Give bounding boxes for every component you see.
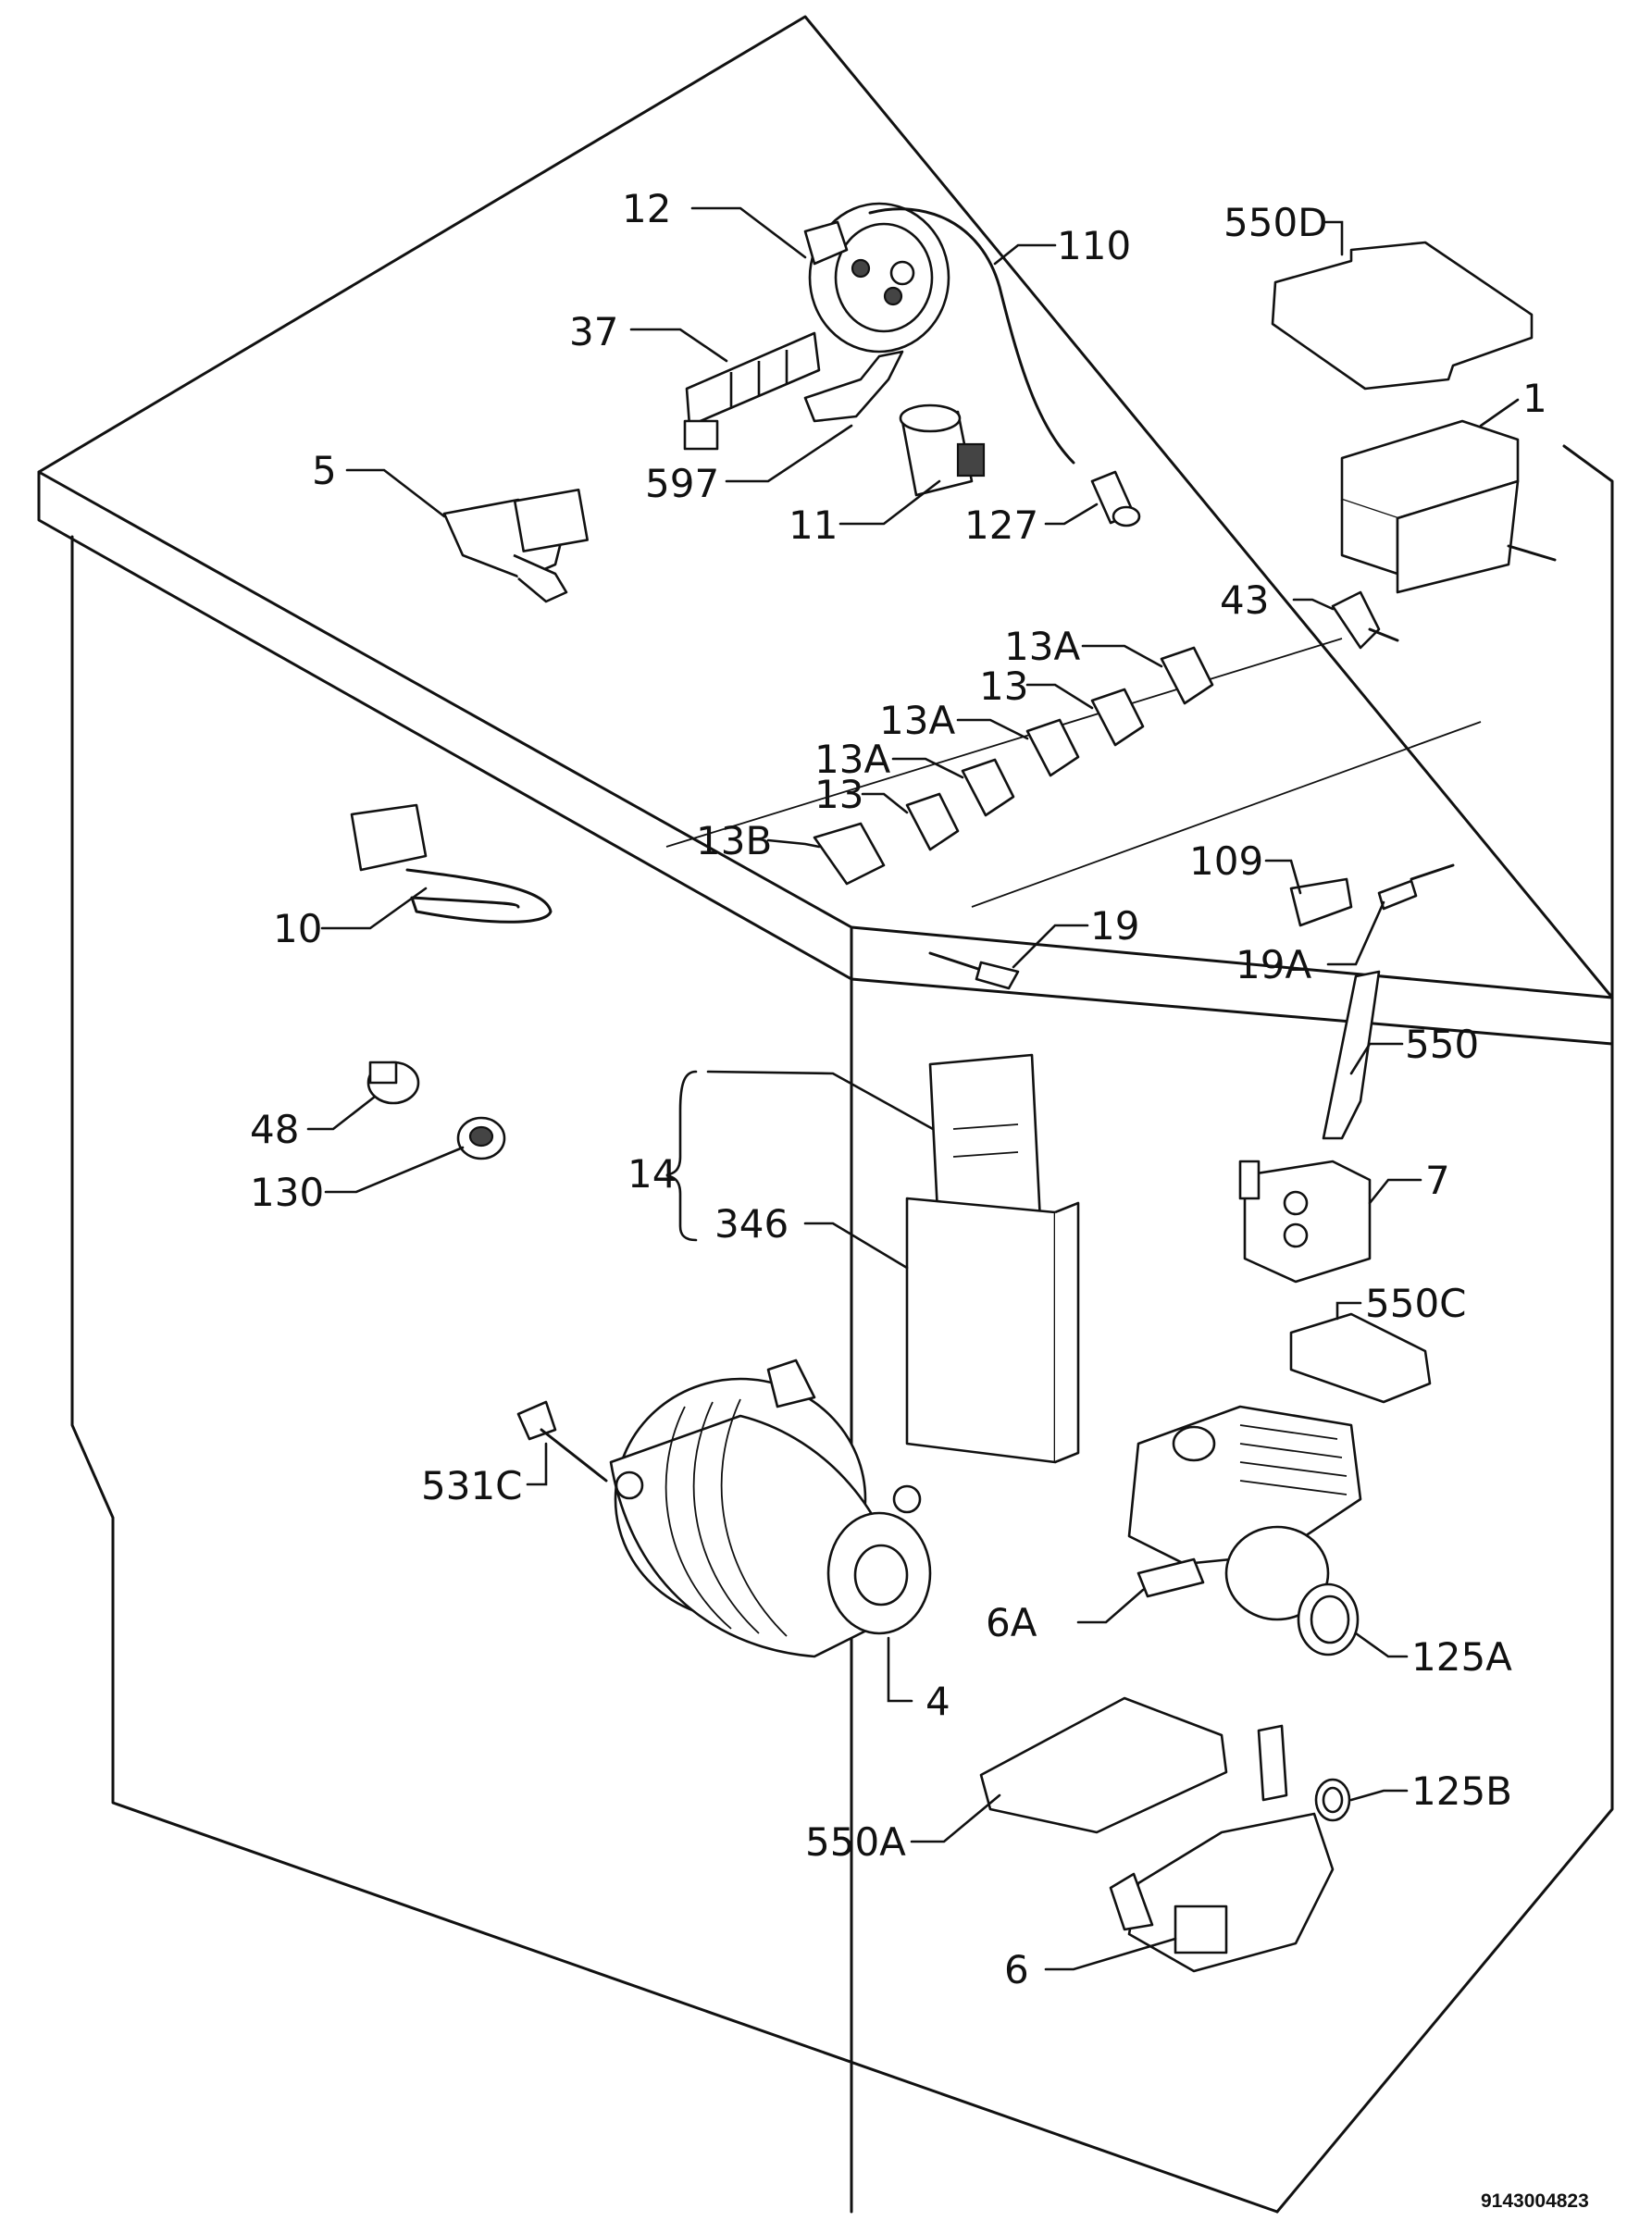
label-part-13A-1: 13A — [1004, 624, 1080, 669]
label-part-110: 110 — [1057, 223, 1131, 268]
label-part-550: 550 — [1405, 1022, 1479, 1067]
label-part-4: 4 — [925, 1679, 950, 1724]
label-part-6: 6 — [1004, 1947, 1029, 1992]
label-part-125A: 125A — [1411, 1634, 1512, 1680]
label-part-37: 37 — [569, 309, 618, 354]
screw-part-531C — [516, 1400, 608, 1483]
label-part-550C: 550C — [1365, 1281, 1467, 1326]
sensor-part-19A — [1377, 863, 1455, 911]
label-part-109: 109 — [1189, 838, 1263, 884]
cover-part-550A — [979, 1696, 1228, 1834]
leader-lines — [306, 206, 1520, 1971]
connector-parts-13 — [813, 646, 1214, 886]
label-part-346: 346 — [714, 1201, 789, 1247]
label-part-597: 597 — [645, 461, 719, 506]
plug-part-127 — [1090, 470, 1141, 527]
label-part-13A-3: 13A — [814, 737, 890, 782]
bracket-part-597 — [803, 350, 904, 423]
part-48 — [366, 1061, 420, 1105]
capacitor-part-11 — [899, 403, 986, 497]
label-part-12: 12 — [622, 186, 671, 231]
valve-part-5 — [442, 489, 589, 603]
seal-ring-part-125A — [1297, 1582, 1360, 1656]
label-part-550A: 550A — [805, 1819, 906, 1865]
label-part-43: 43 — [1220, 577, 1269, 623]
label-part-130: 130 — [250, 1170, 324, 1215]
label-part-7: 7 — [1425, 1158, 1450, 1203]
sensor-part-19 — [928, 951, 1020, 990]
cabinet-outline — [37, 15, 1614, 2214]
switch-part-43 — [1331, 590, 1399, 650]
label-part-10: 10 — [273, 906, 322, 951]
label-part-5: 5 — [312, 448, 337, 493]
label-part-13B: 13B — [696, 818, 772, 863]
label-part-19: 19 — [1090, 903, 1139, 949]
timer-part-1 — [1340, 419, 1557, 594]
motor-part-4 — [609, 1359, 932, 1658]
label-part-19A: 19A — [1236, 942, 1311, 987]
label-part-127: 127 — [964, 503, 1038, 548]
callout-labels: 12 110 550D 37 5 597 1 11 127 43 13A 13 … — [250, 186, 1547, 1992]
label-part-125B: 125B — [1411, 1768, 1512, 1814]
pump-part-6A — [1127, 1405, 1362, 1621]
part-550C — [1289, 1312, 1432, 1404]
plate-part-550D — [1271, 241, 1534, 391]
label-part-13A-2: 13A — [879, 698, 955, 743]
label-part-6A: 6A — [986, 1600, 1037, 1645]
label-part-1: 1 — [1522, 376, 1547, 421]
label-part-550D: 550D — [1223, 200, 1328, 245]
lever-part-550 — [1322, 970, 1381, 1140]
parts-illustrations — [350, 202, 1557, 1973]
label-part-48: 48 — [250, 1107, 299, 1152]
pump-part-6 — [1109, 1724, 1335, 1973]
label-part-13-2: 13 — [814, 772, 863, 817]
label-part-531C: 531C — [421, 1463, 523, 1508]
part-130 — [456, 1116, 506, 1160]
label-part-13-1: 13 — [979, 664, 1028, 709]
document-number: 9143004823 — [1481, 2190, 1589, 2212]
hose-part-110 — [868, 207, 1075, 465]
label-part-11: 11 — [789, 503, 838, 548]
door-lock-part-7 — [1238, 1160, 1372, 1284]
heater-part-10 — [350, 803, 553, 924]
label-part-14: 14 — [627, 1151, 677, 1197]
bracket-part-109 — [1289, 877, 1353, 927]
seal-ring-part-125B — [1314, 1778, 1351, 1822]
drawer-part-14-346 — [905, 1053, 1080, 1464]
terminal-block-part-37 — [683, 331, 821, 451]
pressure-switch-part-12 — [803, 202, 950, 354]
